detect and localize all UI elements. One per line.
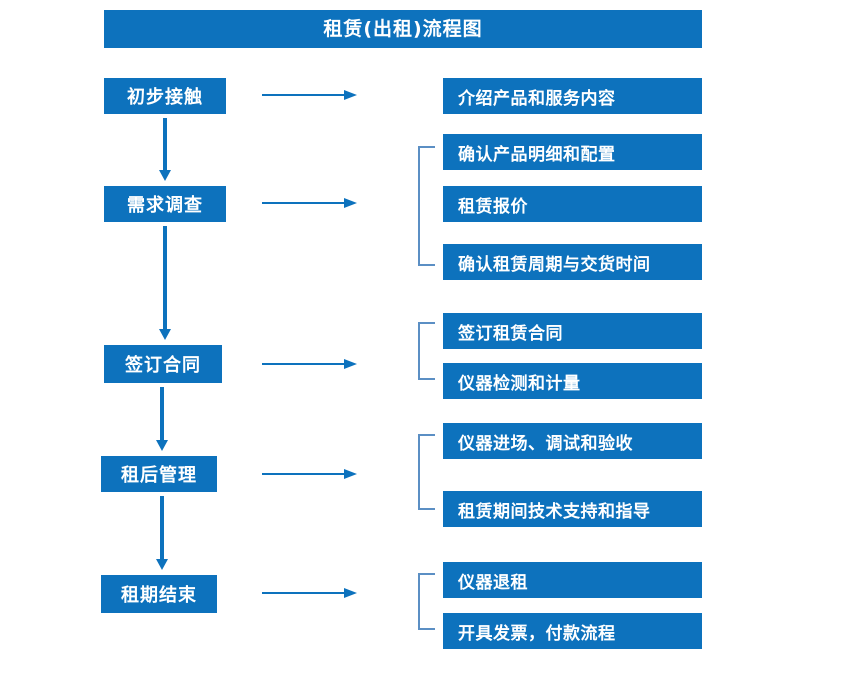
detail-box-introduce-products[interactable]: 介绍产品和服务内容 [443, 78, 702, 114]
stage-box-initial-contact[interactable]: 初步接触 [104, 78, 226, 114]
stage-box-lease-end[interactable]: 租期结束 [101, 575, 217, 613]
detail-box-instrument-inspection[interactable]: 仪器检测和计量 [443, 363, 702, 399]
arrow-stage-1-to-stage-2 [159, 118, 171, 181]
detail-box-invoice-payment[interactable]: 开具发票，付款流程 [443, 613, 702, 649]
stage-box-requirement-survey[interactable]: 需求调查 [104, 186, 226, 222]
arrow-stage-2-to-stage-3 [159, 226, 171, 340]
detail-box-instrument-onsite-commissioning[interactable]: 仪器进场、调试和验收 [443, 423, 702, 459]
page-title: 租赁(出租)流程图 [104, 10, 702, 48]
arrow-stage-1-to-details [262, 90, 357, 100]
arrow-stage-5-to-details [262, 588, 357, 598]
arrow-stage-4-to-stage-5 [156, 496, 168, 570]
arrow-stage-3-to-details [262, 359, 357, 369]
stage-box-sign-contract[interactable]: 签订合同 [104, 345, 222, 383]
arrow-stage-3-to-stage-4 [156, 387, 168, 451]
arrow-stage-4-to-details [262, 469, 357, 479]
detail-box-confirm-lease-period[interactable]: 确认租赁周期与交货时间 [443, 244, 702, 280]
detail-box-confirm-product-spec[interactable]: 确认产品明细和配置 [443, 134, 702, 170]
stage-box-post-lease-management[interactable]: 租后管理 [101, 456, 217, 492]
bracket-group-requirement [418, 146, 435, 266]
bracket-group-contract [418, 322, 435, 380]
bracket-group-return [418, 573, 435, 630]
detail-box-lease-quotation[interactable]: 租赁报价 [443, 186, 702, 222]
bracket-group-management [418, 434, 435, 510]
detail-box-technical-support[interactable]: 租赁期间技术支持和指导 [443, 491, 702, 527]
detail-box-instrument-return[interactable]: 仪器退租 [443, 562, 702, 598]
detail-box-sign-lease-contract[interactable]: 签订租赁合同 [443, 313, 702, 349]
arrow-stage-2-to-details [262, 198, 357, 208]
